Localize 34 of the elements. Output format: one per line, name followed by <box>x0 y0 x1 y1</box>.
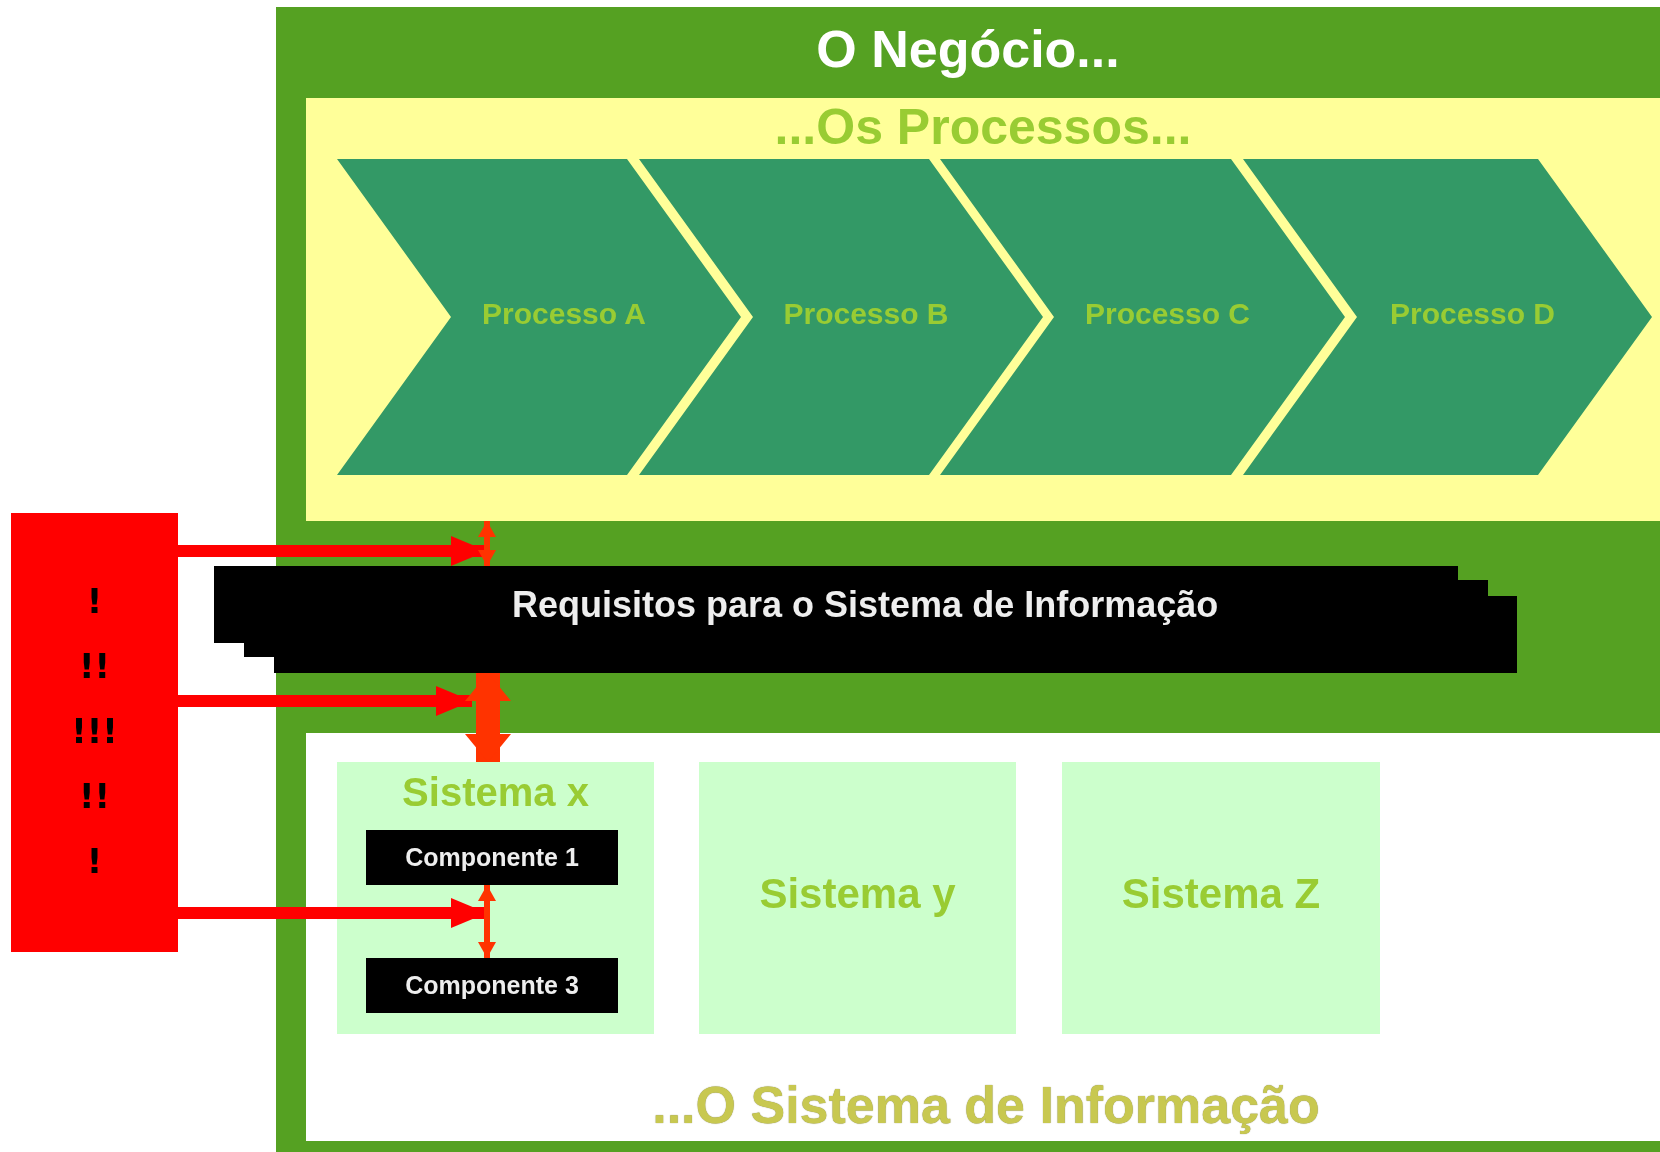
system-label: Sistema x <box>401 770 590 815</box>
system-label: Sistema y <box>758 870 957 918</box>
component-box <box>366 958 618 1013</box>
arrow <box>478 885 496 958</box>
alert-mark: ! <box>85 581 104 621</box>
component-label: Componente 3 <box>404 971 580 1000</box>
panel-title: O Negócio... <box>815 19 1121 79</box>
component-box <box>366 830 618 885</box>
arrow <box>178 898 487 928</box>
component-label: Componente 1 <box>404 843 580 872</box>
arrow <box>178 536 487 566</box>
arrow <box>465 673 511 762</box>
alert-mark: !! <box>78 776 111 816</box>
alert-box <box>11 513 178 952</box>
alert-mark: ! <box>85 841 104 881</box>
chevron-label: Processo A <box>481 297 647 331</box>
arrow <box>478 521 496 566</box>
chevron-label: Processo B <box>782 297 950 331</box>
banner-label: Requisitos para o Sistema de Informação <box>512 584 1219 626</box>
chevron-label: Processo D <box>1388 297 1557 331</box>
alert-mark: !!! <box>70 711 119 751</box>
process-panel <box>306 98 1660 521</box>
system-label: Sistema Z <box>1120 870 1322 918</box>
chevron-label: Processo C <box>1083 297 1252 331</box>
process-step <box>337 159 741 475</box>
system-box <box>1062 762 1380 1034</box>
system-box <box>337 762 654 1034</box>
arrow <box>178 686 472 716</box>
panel-title: ...Os Processos... <box>773 98 1193 156</box>
information-system-panel <box>306 733 1660 1141</box>
requirements-banner <box>214 566 1517 673</box>
system-box <box>699 762 1016 1034</box>
alert-mark: !! <box>78 646 111 686</box>
panel-title: ...O Sistema de Informação <box>651 1075 1321 1135</box>
